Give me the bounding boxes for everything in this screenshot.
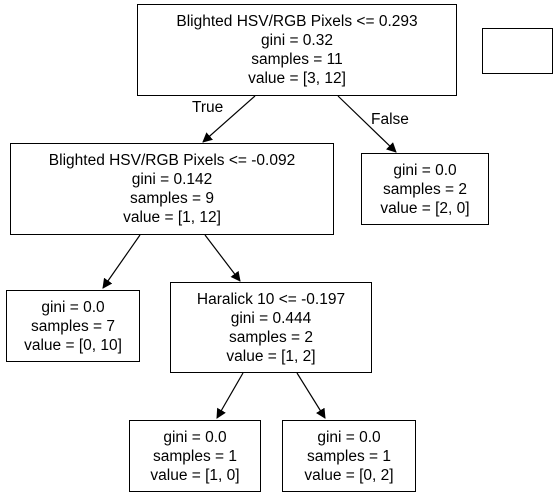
- edge-mid2-leaf3a: [216, 372, 244, 419]
- mid2-node: Haralick 10 <= -0.197 gini = 0.444 sampl…: [170, 282, 372, 373]
- root-node-line-4: value = [3, 12]: [248, 70, 346, 87]
- edge-root-right1: [337, 95, 397, 153]
- left2-node: gini = 0.0 samples = 7 value = [0, 10]: [6, 290, 140, 362]
- root-node-line-3: samples = 11: [251, 51, 343, 68]
- leaf3b-node-line-3: value = [0, 2]: [304, 466, 394, 484]
- right1-node-line-3: value = [2, 0]: [380, 199, 470, 217]
- false-edge-label: False: [371, 111, 409, 128]
- left2-node-line-2: samples = 7: [30, 317, 115, 335]
- root-node: Blighted HSV/RGB Pixels <= 0.293 gini = …: [137, 4, 457, 96]
- left2-node-line-1: gini = 0.0: [41, 298, 105, 316]
- mid2-node-line-1: Haralick 10 <= -0.197: [196, 290, 346, 308]
- left1-node-line-1: Blighted HSV/RGB Pixels <= -0.092: [48, 152, 296, 169]
- leaf3a-node-line-1: gini = 0.0: [163, 428, 227, 446]
- leaf3a-node-line-2: samples = 1: [152, 447, 237, 465]
- edge-mid2-leaf3b: [296, 372, 326, 419]
- leaf3b-node-line-2: samples = 1: [306, 447, 391, 465]
- left1-node: Blighted HSV/RGB Pixels <= -0.092 gini =…: [10, 143, 334, 235]
- leaf3b-node-line-1: gini = 0.0: [317, 428, 381, 446]
- mid2-node-line-3: samples = 2: [228, 328, 313, 346]
- left1-node-line-3: samples = 9: [129, 190, 214, 207]
- edge-left1-left2: [102, 234, 141, 289]
- right1-node-line-2: samples = 2: [382, 180, 467, 198]
- edge-left1-mid2: [204, 234, 241, 282]
- mid2-node-line-2: gini = 0.444: [230, 309, 312, 327]
- right1-node-line-1: gini = 0.0: [393, 161, 457, 179]
- empty-legend-box: [482, 28, 553, 74]
- true-edge-label: True: [192, 99, 224, 116]
- edge-root-left1: [202, 95, 256, 143]
- root-node-line-1: Blighted HSV/RGB Pixels <= 0.293: [176, 13, 418, 30]
- right1-node: gini = 0.0 samples = 2 value = [2, 0]: [361, 153, 489, 225]
- left2-node-line-3: value = [0, 10]: [24, 336, 122, 354]
- leaf3b-node: gini = 0.0 samples = 1 value = [0, 2]: [282, 420, 416, 492]
- left1-node-line-2: gini = 0.142: [131, 171, 213, 188]
- leaf3a-node: gini = 0.0 samples = 1 value = [1, 0]: [129, 420, 261, 492]
- mid2-node-line-4: value = [1, 2]: [226, 347, 316, 365]
- root-node-line-2: gini = 0.32: [261, 32, 333, 49]
- left1-node-line-4: value = [1, 12]: [123, 209, 221, 226]
- leaf3a-node-line-3: value = [1, 0]: [150, 466, 240, 484]
